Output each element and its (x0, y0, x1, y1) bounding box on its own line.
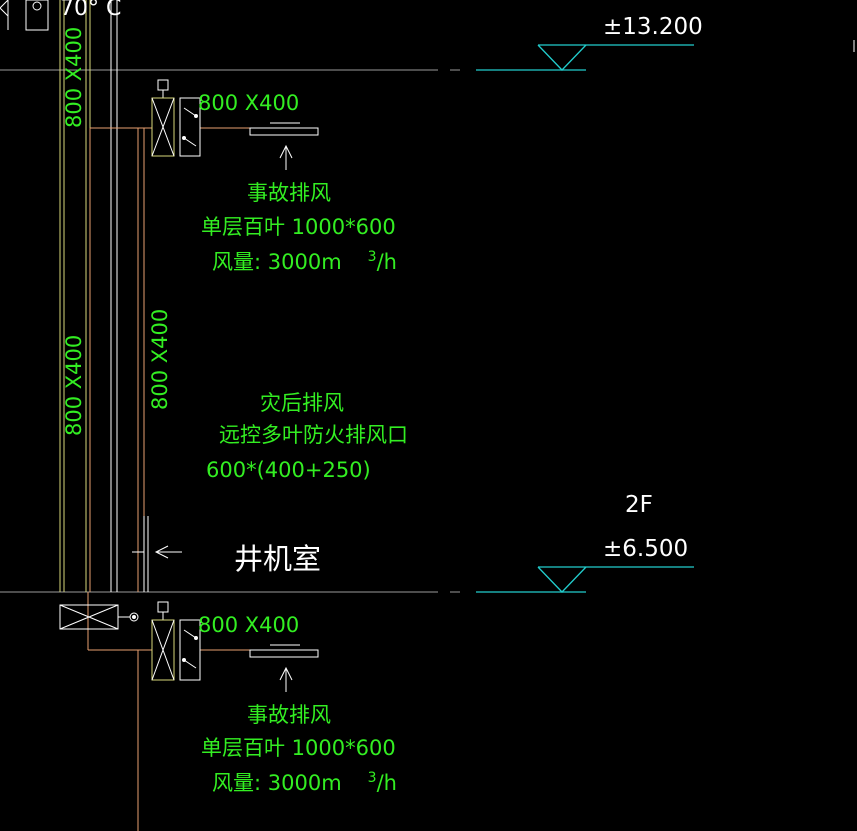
duct-label-branch-riser: 800 X400 (148, 308, 172, 410)
duct-label-main-upper: 800 X400 (62, 26, 86, 128)
lower-exhaust-title: 事故排风 (247, 703, 331, 727)
flow-unit: /h (376, 771, 397, 795)
lower-damper-unit (151, 601, 201, 681)
upper-exhaust-title: 事故排风 (247, 181, 331, 205)
lower-louver-icon (249, 644, 319, 692)
upper-louver-icon (249, 122, 319, 170)
flow-superscript: 3 (367, 249, 377, 265)
white-riser (110, 0, 118, 592)
post-fire-title: 灾后排风 (260, 391, 344, 415)
flow-superscript: 3 (367, 770, 377, 786)
duct-label-upper-branch: 800 X400 (198, 91, 300, 115)
post-fire-type: 远控多叶防火排风口 (219, 423, 408, 447)
temperature-label: 70° C (60, 0, 122, 21)
lower-exhaust-type: 单层百叶 1000*600 (201, 736, 396, 760)
level-marker-upper (476, 44, 694, 71)
elevation-lower: ±6.500 (603, 536, 689, 562)
flow-unit: /h (376, 250, 397, 274)
upper-exhaust-type: 单层百叶 1000*600 (201, 215, 396, 239)
post-fire-grille-icon (132, 516, 182, 592)
fan-box-icon (59, 604, 139, 630)
duct-label-main-lower: 800 X400 (62, 334, 86, 436)
fire-damper-icon (0, 0, 49, 31)
floor-label-2f: 2F (625, 492, 653, 518)
duct-label-lower-branch: 800 X400 (198, 613, 300, 637)
level-marker-lower (476, 566, 694, 593)
flow-value: 风量: 3000m (212, 771, 342, 795)
lower-exhaust-flow: 风量: 3000m 3/h (212, 770, 397, 795)
room-label: 井机室 (234, 542, 322, 576)
elevation-upper: ±13.200 (603, 14, 703, 40)
flow-value: 风量: 3000m (212, 250, 342, 274)
upper-exhaust-flow: 风量: 3000m 3/h (212, 249, 397, 274)
upper-damper-unit (151, 79, 201, 157)
post-fire-size: 600*(400+250) (206, 458, 371, 482)
branch-duct-lines (87, 127, 318, 831)
